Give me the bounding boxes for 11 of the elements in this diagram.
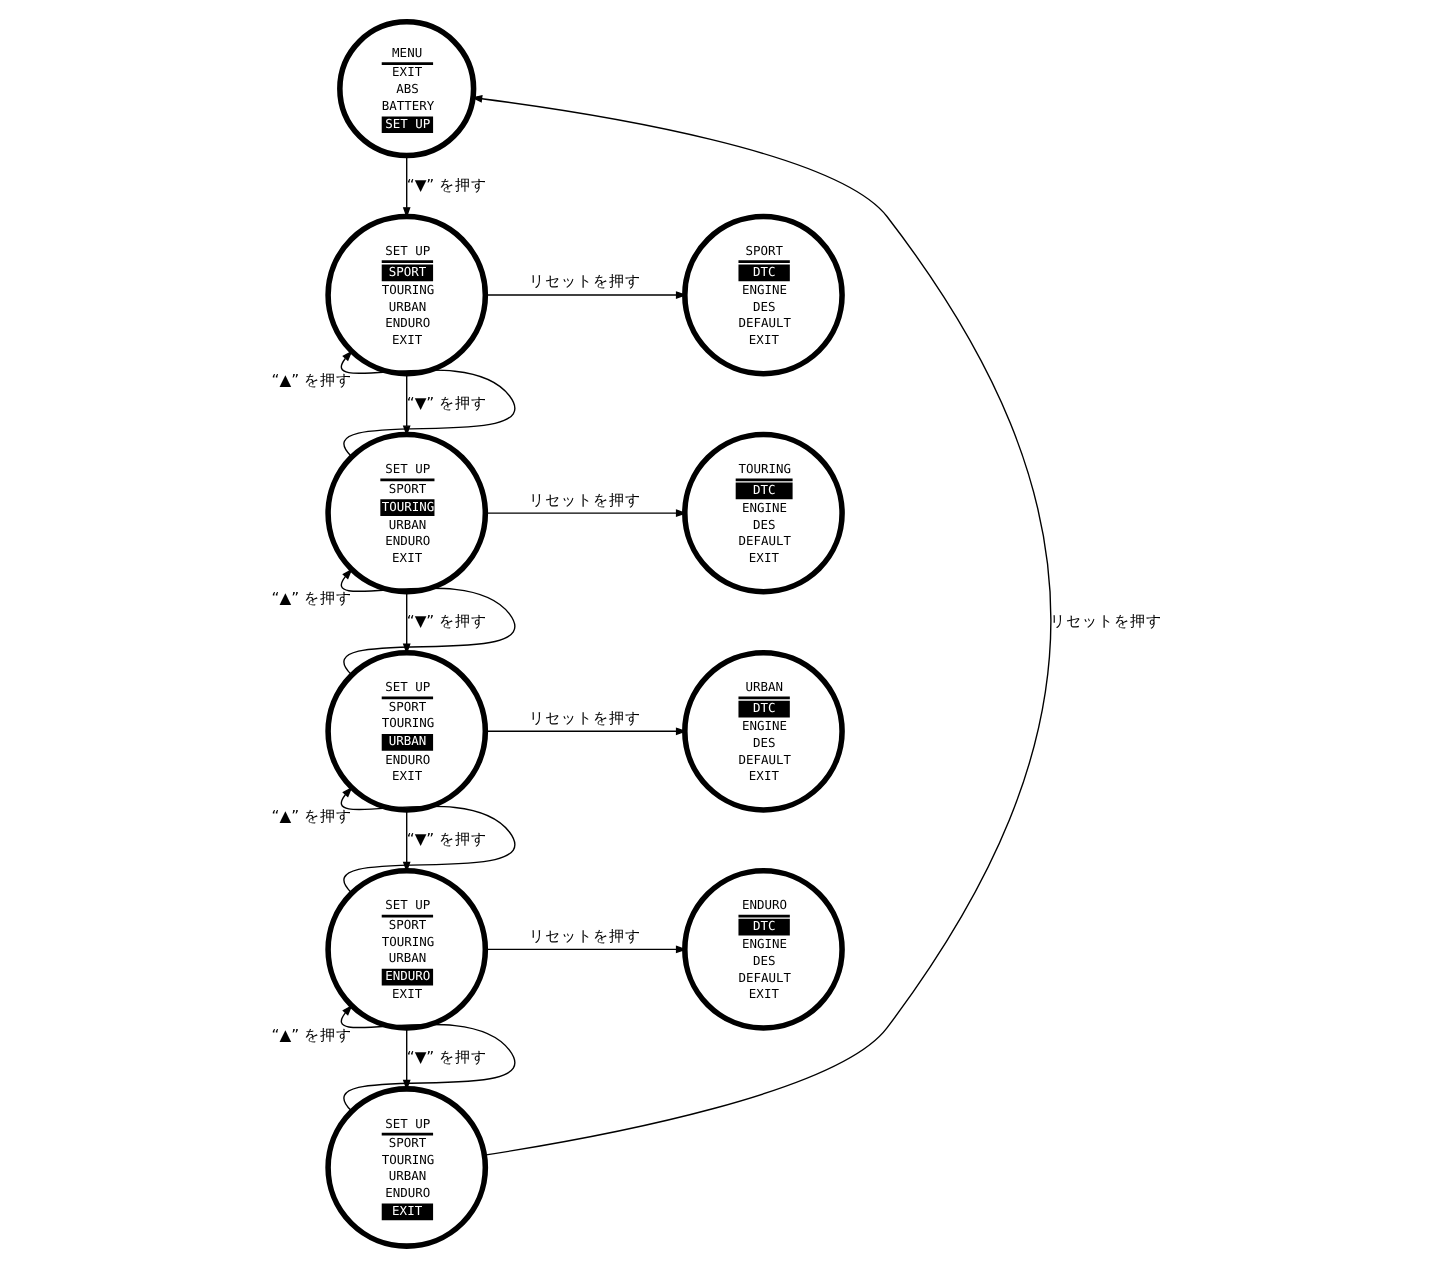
- arrow: [340, 786, 516, 894]
- arrow: [340, 350, 516, 457]
- arrow: [471, 94, 1052, 1156]
- arrow: [484, 509, 688, 518]
- arrow: [484, 945, 688, 954]
- arrow: [402, 154, 411, 219]
- arrow: [484, 727, 688, 736]
- arrow: [340, 568, 516, 676]
- arrow: [484, 291, 688, 299]
- arrow: [340, 1004, 516, 1112]
- arrow: [402, 1027, 411, 1091]
